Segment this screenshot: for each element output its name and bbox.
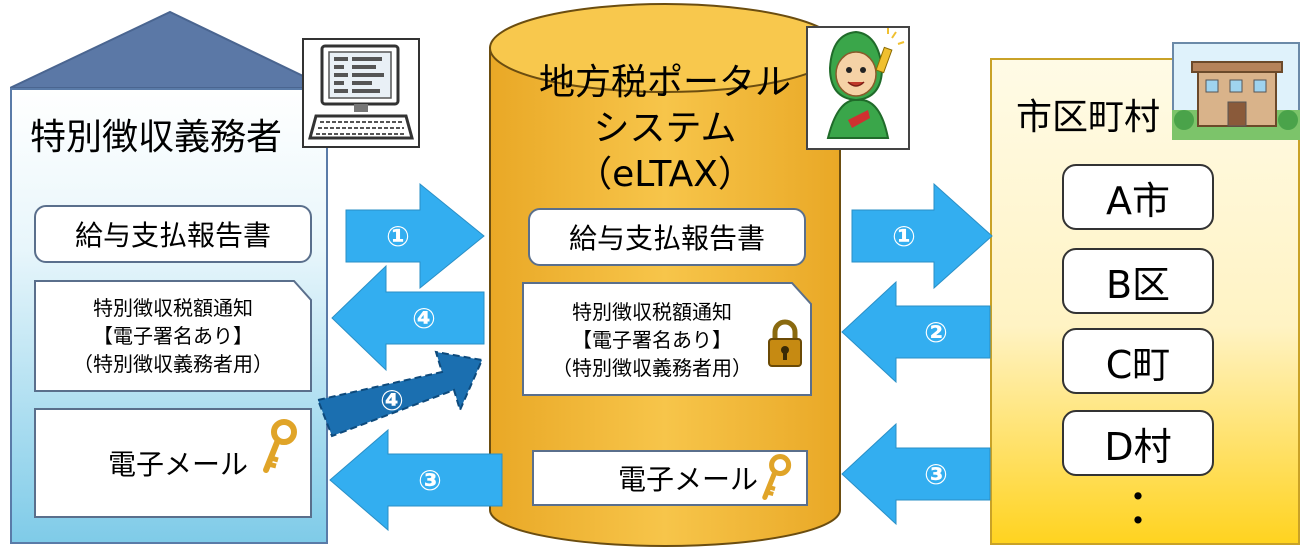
eltax-title: 地方税ポータル システム （eLTAX） — [488, 60, 842, 198]
village-d-label: D村 — [1104, 424, 1172, 469]
center-tax-notice-text: 特別徴収税額通知 【電子署名あり】 （特別徴収義務者用） — [522, 290, 782, 390]
left-tax-notice-doc — [34, 280, 312, 392]
ward-b-label: B区 — [1105, 262, 1171, 307]
center-tax-notice-line3: （特別徴収義務者用） — [552, 356, 752, 380]
arrow-1-right: ① — [851, 182, 993, 290]
eltax-title-line3: （eLTAX） — [576, 154, 754, 195]
eltax-title-line2: システム — [593, 108, 737, 149]
tax-withholder-title: 特別徴収義務者 — [30, 117, 283, 158]
arrow-3-left-label: ③ — [418, 464, 442, 497]
municipality-title: 市区町村 — [1016, 97, 1161, 138]
center-tax-notice-line1: 特別徴収税額通知 — [572, 300, 732, 324]
arrow-3-right: ③ — [841, 422, 991, 526]
left-tax-notice-line1: 特別徴収税額通知 — [93, 296, 253, 320]
left-tax-notice-text: 特別徴収税額通知 【電子署名あり】 （特別徴収義務者用） — [34, 284, 312, 388]
left-salary-report-label: 給与支払報告書 — [74, 219, 271, 252]
left-email-label: 電子メール — [108, 448, 249, 481]
arrow-4-left: ④ — [331, 264, 485, 372]
key-icon — [762, 454, 792, 500]
arrow-4-dashed-label: ④ — [380, 384, 404, 417]
arrow-3-left: ③ — [329, 428, 503, 532]
center-salary-report-label: 給与支払報告書 — [568, 222, 765, 255]
key-icon — [263, 419, 297, 473]
center-tax-notice-doc — [522, 282, 812, 396]
arrow-1-left-label: ① — [386, 220, 410, 253]
city-a-box: A市 — [1062, 164, 1214, 230]
town-c-label: C町 — [1105, 342, 1171, 387]
center-email-label: 電子メール — [618, 463, 759, 496]
left-tax-notice-line3: （特別徴収義務者用） — [73, 352, 273, 376]
arrow-2-right-label: ② — [924, 316, 948, 349]
arrow-2-right: ② — [841, 280, 991, 384]
arrow-1-right-label: ① — [892, 220, 916, 253]
left-salary-report-box: 給与支払報告書 — [34, 205, 312, 263]
city-a-label: A市 — [1106, 178, 1170, 223]
village-d-box: D村 — [1062, 410, 1214, 476]
more-municipalities-ellipsis: ・ ・ — [1121, 478, 1155, 542]
center-tax-notice-line2: 【電子署名あり】 — [572, 328, 732, 352]
city-hall-icon — [1172, 42, 1300, 140]
town-c-box: C町 — [1062, 328, 1214, 394]
arrow-4-dashed: ④ — [316, 350, 484, 438]
center-salary-report-box: 給与支払報告書 — [528, 208, 806, 266]
center-email-box: 電子メール — [532, 450, 808, 506]
computer-icon — [302, 38, 420, 148]
mascot-icon — [806, 26, 910, 150]
left-tax-notice-line2: 【電子署名あり】 — [93, 324, 253, 348]
arrow-4-left-label: ④ — [412, 302, 436, 335]
eltax-title-line1: 地方税ポータル — [538, 62, 791, 103]
arrow-1-left: ① — [345, 182, 485, 290]
lock-icon — [768, 319, 802, 367]
arrow-3-right-label: ③ — [924, 458, 948, 491]
ward-b-box: B区 — [1062, 248, 1214, 314]
